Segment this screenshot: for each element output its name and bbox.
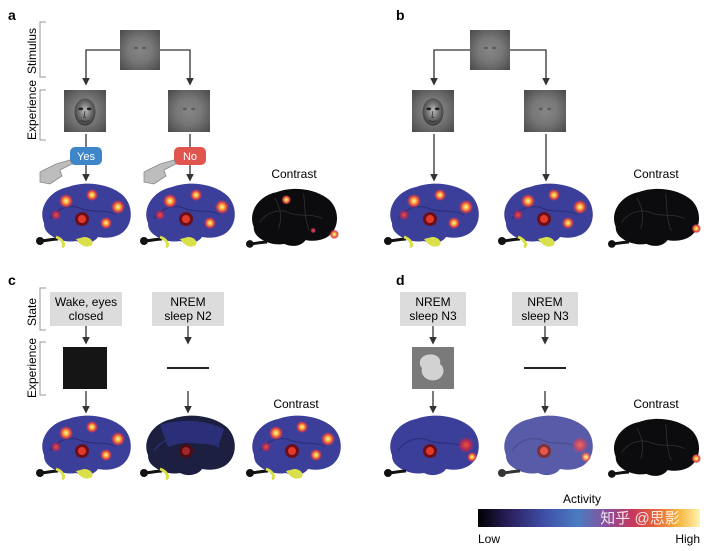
brain-a-contrast [246, 187, 341, 250]
panel-d-letter: d [396, 272, 405, 288]
contrast-label-d: Contrast [633, 397, 679, 411]
panel-a-letter: a [8, 7, 16, 23]
panel-c-letter: c [8, 272, 16, 288]
brain-d-contrast [608, 417, 703, 480]
arrow-b-left [430, 49, 470, 86]
brain-d-dream [384, 414, 481, 479]
colorbar-low-label: Low [478, 532, 500, 546]
no-label: No [183, 151, 197, 163]
experience-face-image-b [412, 90, 454, 132]
state-n2-line2: sleep N2 [164, 309, 212, 323]
stimulus-image-b [470, 30, 510, 70]
arrow-a-right [160, 49, 194, 86]
activity-colorbar: Activity Low High [478, 492, 700, 546]
experience-noise-image-b [524, 90, 566, 132]
contrast-label-a: Contrast [271, 167, 317, 181]
watermark: 知乎 @思影 [600, 510, 679, 527]
colorbar-high-label: High [675, 532, 700, 546]
no-badge [174, 147, 206, 165]
state-box-n2 [152, 292, 224, 326]
experience-black-image [63, 347, 107, 389]
brain-d-nodream [498, 414, 595, 479]
panel-b-letter: b [396, 7, 405, 23]
stimulus-image-a [120, 30, 160, 70]
arrow-b-right [510, 49, 550, 86]
brain-c-n2 [140, 414, 237, 481]
brain-b-contrast [608, 187, 703, 250]
yes-label: Yes [77, 151, 95, 163]
state-wake-line2: closed [69, 309, 104, 323]
yes-badge [70, 147, 102, 165]
experience-face-image-a [64, 90, 106, 132]
panel-a: a Stimulus Experience Yes No Contrast [8, 7, 341, 250]
state-n3-left-line1: NREM [415, 295, 450, 309]
panel-b: b Contrast [384, 7, 703, 250]
row-label-state: State [25, 298, 39, 326]
panel-d: d NREM sleep N3 NREM sleep N3 Contrast [384, 272, 703, 480]
state-box-wake [50, 292, 122, 326]
hand-pointer-icon [39, 159, 73, 185]
contrast-label-c: Contrast [273, 397, 319, 411]
state-n2-line1: NREM [170, 295, 205, 309]
experience-bracket-c [39, 341, 46, 396]
panel-c: c State Experience Wake, eyes closed NRE… [8, 272, 343, 481]
state-wake-line1: Wake, eyes [55, 295, 117, 309]
brain-c-wake [36, 414, 133, 481]
state-n3-left-line2: sleep N3 [409, 309, 457, 323]
state-box-n3-left [400, 292, 466, 326]
state-bracket [39, 287, 46, 331]
colorbar-title: Activity [563, 492, 601, 506]
arrow-a-left [82, 49, 120, 86]
state-n3-right-line1: NREM [527, 295, 562, 309]
experience-noise-image-a [168, 90, 210, 132]
contrast-label-b: Contrast [633, 167, 679, 181]
stimulus-bracket [39, 21, 46, 78]
state-box-n3-right [512, 292, 578, 326]
brain-b-right [498, 182, 595, 249]
brain-a-no [140, 182, 237, 249]
dream-image [412, 347, 454, 389]
row-label-experience-c: Experience [25, 338, 39, 398]
hand-pointer-icon [143, 159, 177, 185]
experience-bracket [39, 89, 46, 141]
brain-c-contrast [246, 414, 343, 481]
state-n3-right-line2: sleep N3 [521, 309, 569, 323]
colorbar-gradient [478, 509, 700, 527]
row-label-stimulus: Stimulus [25, 28, 39, 74]
brain-a-yes [36, 182, 133, 249]
row-label-experience-a: Experience [25, 80, 39, 140]
brain-b-left [384, 182, 481, 249]
